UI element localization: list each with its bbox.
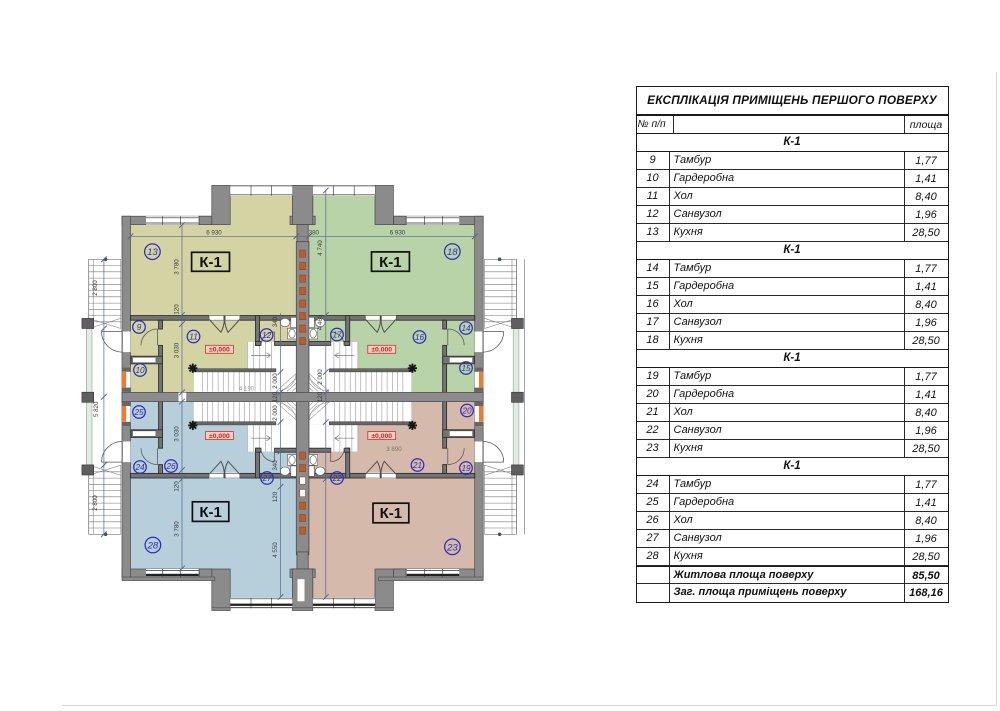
svg-text:23: 23 [446,542,458,553]
svg-text:3 890: 3 890 [386,446,402,453]
svg-text:28: 28 [147,541,159,552]
svg-text:26: 26 [165,462,176,471]
svg-text:120: 120 [272,391,279,402]
svg-text:13: 13 [147,247,158,258]
svg-text:±0,000: ±0,000 [209,433,230,440]
svg-text:25: 25 [133,408,144,417]
svg-text:К-1: К-1 [199,504,222,521]
svg-text:12: 12 [262,331,272,340]
svg-text:120: 120 [174,304,181,315]
svg-text:10: 10 [135,366,145,375]
svg-text:14: 14 [461,324,471,333]
svg-text:9: 9 [137,323,142,332]
svg-text:4 740: 4 740 [317,240,324,256]
svg-text:4 190: 4 190 [239,387,255,393]
svg-text:15: 15 [461,364,471,373]
svg-text:120: 120 [317,391,324,402]
svg-text:2 800: 2 800 [92,280,99,296]
svg-text:22: 22 [331,474,342,483]
svg-text:120: 120 [272,491,279,502]
svg-text:19: 19 [461,464,471,473]
svg-text:340: 340 [272,316,279,327]
svg-text:4 460: 4 460 [317,314,324,330]
svg-text:3 780: 3 780 [174,259,181,275]
svg-text:2 000: 2 000 [272,373,279,389]
svg-text:5 820: 5 820 [93,401,100,417]
svg-text:18: 18 [447,247,458,258]
svg-text:К-1: К-1 [379,254,402,271]
svg-text:17: 17 [332,331,342,340]
svg-text:380: 380 [309,230,320,237]
svg-text:6 930: 6 930 [390,230,406,237]
svg-text:4 550: 4 550 [272,542,279,558]
svg-text:20: 20 [461,407,472,416]
svg-text:К-1: К-1 [380,505,403,522]
svg-text:21: 21 [412,461,422,470]
svg-text:11: 11 [189,333,198,342]
svg-text:±0,000: ±0,000 [371,347,392,354]
svg-text:6 930: 6 930 [206,230,222,237]
svg-text:340: 340 [272,460,279,471]
svg-text:±0,000: ±0,000 [209,347,230,354]
svg-text:24: 24 [134,463,145,472]
svg-text:2 800: 2 800 [92,495,99,511]
svg-text:К-1: К-1 [199,254,222,271]
svg-text:16: 16 [415,333,425,342]
svg-text:±0,000: ±0,000 [371,433,392,440]
svg-text:27: 27 [261,474,272,483]
svg-text:3 030: 3 030 [174,426,181,442]
svg-text:2 000: 2 000 [317,369,324,385]
svg-text:3 780: 3 780 [174,521,181,537]
svg-text:3 030: 3 030 [174,342,181,358]
svg-text:120: 120 [174,481,181,492]
svg-text:2 000: 2 000 [272,405,279,421]
